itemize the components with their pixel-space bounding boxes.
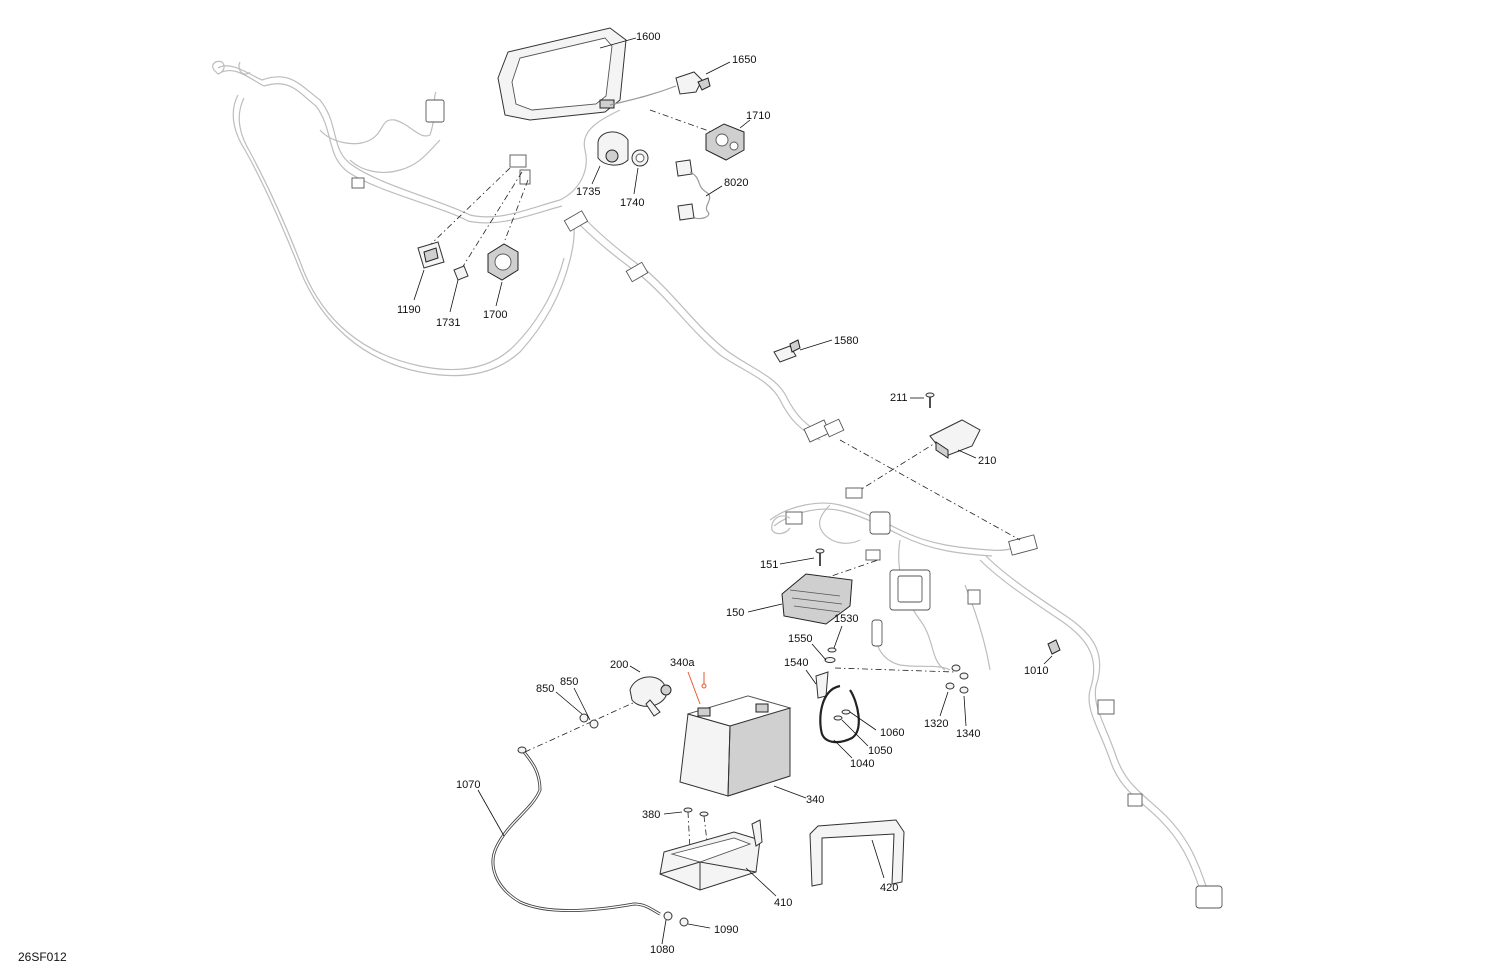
label-1040: 1040 — [850, 758, 874, 770]
nuts-1080-1090 — [661, 911, 711, 945]
label-380: 380 — [642, 809, 660, 821]
upper-wiring-harness — [212, 60, 621, 377]
label-1740: 1740 — [620, 197, 644, 209]
ground-hardware-1530-1550-1540 — [805, 625, 843, 699]
fastener-1010 — [1043, 639, 1061, 665]
label-1580: 1580 — [834, 335, 858, 347]
label-1731: 1731 — [436, 317, 460, 329]
main-wiring-harness — [563, 210, 845, 443]
connector-1650 — [609, 61, 731, 106]
ground-strap-1040 — [819, 684, 877, 759]
label-1060: 1060 — [880, 727, 904, 739]
screw-151 — [779, 548, 825, 566]
label-1650: 1650 — [732, 54, 756, 66]
label-1070: 1070 — [456, 779, 480, 791]
tether-8020 — [675, 159, 723, 221]
clip-1580 — [773, 339, 833, 363]
part-labels: 1600 1650 1710 8020 1735 1740 1190 1731 … — [397, 31, 1048, 956]
label-151: 151 — [760, 559, 778, 571]
starter-solenoid-200 — [629, 665, 672, 717]
label-420: 420 — [880, 882, 898, 894]
battery-cable-1070 — [477, 746, 661, 916]
hold-down-bracket-420 — [809, 819, 905, 887]
label-1320: 1320 — [924, 718, 948, 730]
screws-380 — [663, 807, 709, 817]
label-210: 210 — [978, 455, 996, 467]
label-850-right: 850 — [560, 676, 578, 688]
connector-1190 — [413, 241, 445, 301]
battery-terminal-340a — [687, 671, 707, 705]
battery-tray-410 — [659, 819, 777, 897]
screw-211 — [910, 392, 935, 408]
nut-1740 — [631, 149, 649, 195]
diagram-code: 26SF012 — [18, 950, 67, 964]
label-1700: 1700 — [483, 309, 507, 321]
label-340: 340 — [806, 794, 824, 806]
label-1600: 1600 — [636, 31, 660, 43]
label-850-left: 850 — [536, 683, 554, 695]
label-1340: 1340 — [956, 728, 980, 740]
connector-1700 — [487, 243, 519, 307]
label-410: 410 — [774, 897, 792, 909]
hardware-1320-1340 — [939, 664, 969, 727]
fastener-1731 — [449, 265, 469, 313]
battery-340 — [679, 695, 807, 799]
label-1735: 1735 — [576, 186, 600, 198]
instrument-cluster-1600 — [497, 27, 637, 121]
label-1080: 1080 — [650, 944, 674, 956]
voltage-regulator-150 — [747, 573, 853, 625]
module-210 — [929, 419, 981, 459]
label-340a: 340a — [670, 657, 695, 669]
ignition-switch-1735 — [591, 131, 629, 185]
label-1530: 1530 — [834, 613, 858, 625]
label-8020: 8020 — [724, 177, 748, 189]
label-150: 150 — [726, 607, 744, 619]
label-1550: 1550 — [788, 633, 812, 645]
label-1190: 1190 — [397, 304, 421, 316]
label-1540: 1540 — [784, 657, 808, 669]
label-1010: 1010 — [1024, 665, 1048, 677]
nuts-850 — [555, 687, 599, 729]
label-1050: 1050 — [868, 745, 892, 757]
switch-1710 — [705, 119, 751, 161]
label-1090: 1090 — [714, 924, 738, 936]
label-200: 200 — [610, 659, 628, 671]
label-211: 211 — [890, 392, 908, 404]
lower-wiring-harness — [769, 487, 1223, 909]
label-1710: 1710 — [746, 110, 770, 122]
